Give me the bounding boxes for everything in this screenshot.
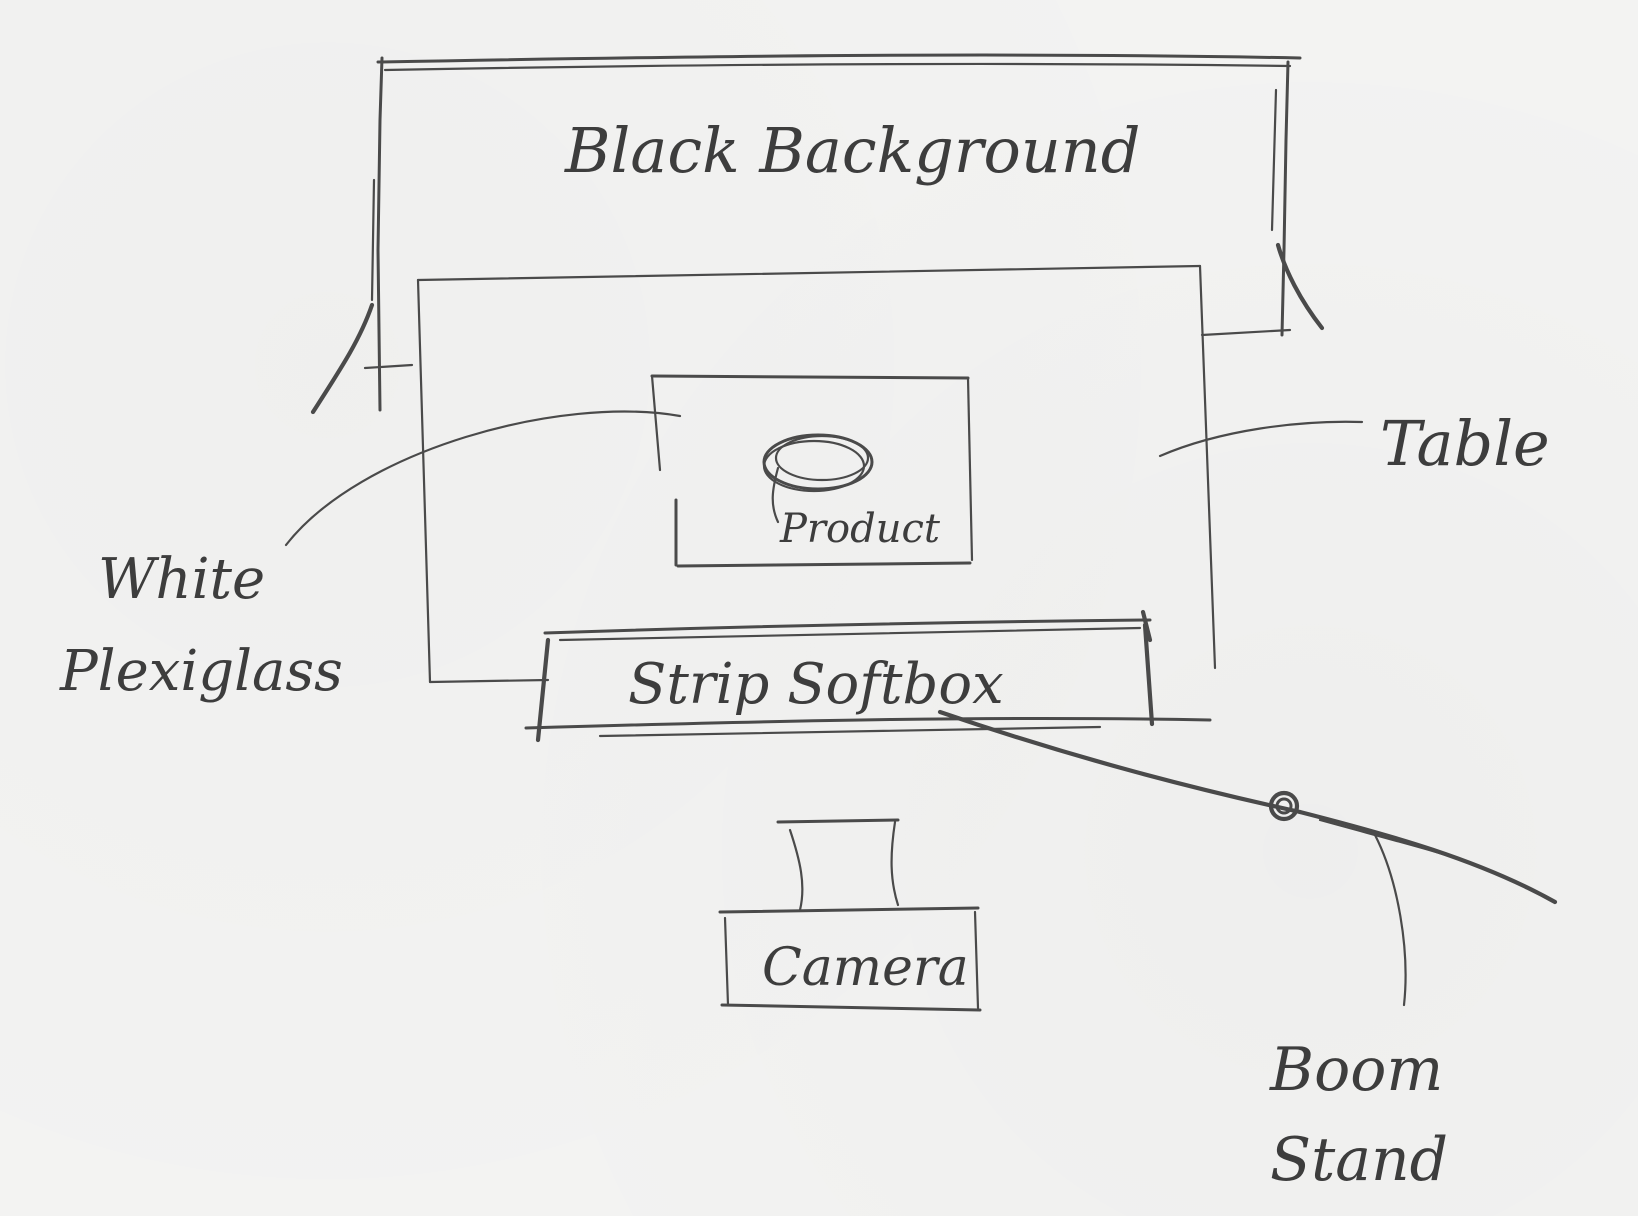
table-leader-line	[1158, 420, 1364, 458]
product-label: Product	[779, 506, 941, 552]
black-background-frame	[310, 53, 1325, 415]
boom-stand-label-line2: Stand	[1270, 1125, 1448, 1195]
camera	[718, 818, 982, 1012]
boom-stand-label-line1: Boom	[1269, 1035, 1443, 1105]
camera-label: Camera	[762, 938, 969, 998]
white-plexiglass-label-line1: White	[98, 547, 265, 612]
table-label: Table	[1380, 407, 1550, 480]
white-plexiglass-sheet	[650, 374, 974, 568]
black-background-label: Black Background	[564, 114, 1140, 187]
table-outline	[416, 264, 1217, 684]
product-object	[762, 433, 874, 524]
strip-softbox-label: Strip Softbox	[628, 652, 1004, 717]
white-plexiglass-label-line2: Plexiglass	[59, 639, 343, 704]
strip-softbox	[524, 609, 1212, 743]
boom-stand	[937, 709, 1558, 1007]
white-plexiglass-leader-line	[284, 410, 682, 547]
